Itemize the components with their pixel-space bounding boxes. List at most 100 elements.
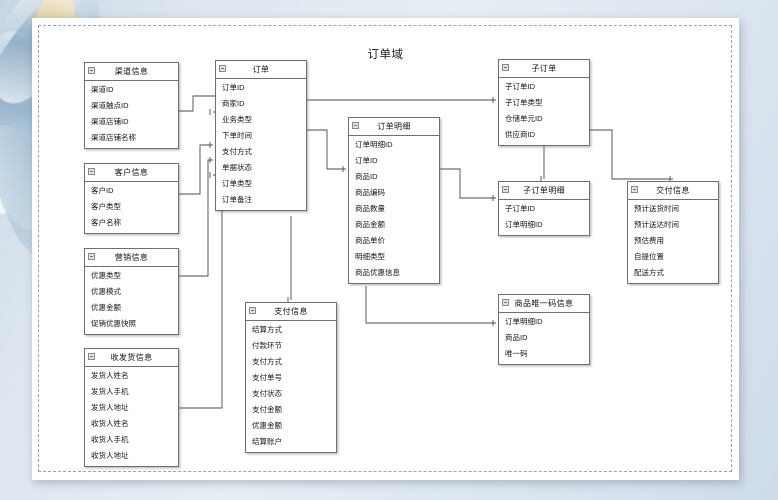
entity-header-payment: 支付信息	[246, 303, 336, 321]
entity-title: 订单	[252, 65, 270, 74]
connector-sub_order-to-delivery	[590, 129, 673, 180]
entity-field: 业务类型	[222, 115, 252, 124]
entity-header-customer: 客户信息	[85, 164, 178, 182]
entity-field: 商品单价	[355, 236, 385, 245]
entity-field: 渠道ID	[91, 85, 114, 94]
entity-field: 订单类型	[222, 179, 252, 188]
entity-header-channel: 渠道信息	[85, 63, 178, 81]
entity-marketing[interactable]: 营销信息优惠类型优惠模式优惠金额促销优惠快照	[84, 248, 179, 335]
entity-field: 订单明细ID	[355, 140, 393, 149]
entity-field: 商品编码	[355, 188, 385, 197]
entity-field: 支付方式	[252, 357, 282, 366]
entity-title: 收发货信息	[110, 353, 153, 362]
entity-sub_order_detail[interactable]: 子订单明细子订单ID 订单明细ID	[498, 181, 590, 236]
table-icon	[502, 186, 509, 193]
entity-field: 子订单ID	[505, 82, 535, 91]
entity-field: 支付金额	[252, 405, 282, 414]
entity-header-unique_code: 商品唯一码信息	[499, 295, 589, 313]
entity-field: 商品ID	[505, 333, 528, 342]
entity-field: 客户ID	[91, 186, 114, 195]
table-icon	[502, 64, 509, 71]
entity-field: 商家ID	[222, 99, 245, 108]
entity-field: 收货人姓名	[91, 419, 129, 428]
entity-field: 下单时间	[222, 131, 252, 140]
entity-field: 商品ID	[355, 172, 378, 181]
entity-field: 单据状态	[222, 163, 252, 172]
entity-title: 客户信息	[114, 168, 149, 177]
entity-title: 交付信息	[656, 186, 690, 195]
entity-field: 发货人地址	[91, 403, 129, 412]
entity-header-marketing: 营销信息	[85, 249, 178, 267]
diagram-title: 订单域	[367, 49, 404, 61]
entity-title: 子订单	[531, 64, 557, 73]
entity-header-shipping: 收发货信息	[85, 349, 178, 367]
entity-fields-customer: 客户ID 客户类型客户名称	[85, 182, 178, 233]
entity-field: 订单明细ID	[505, 220, 543, 229]
entity-field: 渠道触点ID	[91, 101, 129, 110]
entity-field: 预估费用	[634, 236, 664, 245]
entity-title: 商品唯一码信息	[514, 299, 574, 308]
entity-field: 预计送达时间	[634, 220, 679, 229]
entity-field: 支付状态	[252, 389, 282, 398]
entity-title: 渠道信息	[114, 67, 149, 76]
table-icon	[88, 353, 95, 360]
entity-field: 收货人地址	[91, 451, 129, 460]
entity-field: 渠道店铺名称	[91, 133, 136, 142]
entity-field: 子订单ID	[505, 204, 535, 213]
entity-title: 子订单明细	[523, 186, 565, 195]
connector-order_detail-to-sub_order_detail	[440, 168, 496, 199]
entity-fields-unique_code: 订单明细ID 商品ID 唯一码	[499, 313, 589, 364]
entity-field: 商品优惠信息	[355, 268, 400, 277]
entity-fields-marketing: 优惠类型优惠模式优惠金额促销优惠快照	[85, 267, 178, 334]
entity-field: 商品数量	[355, 204, 385, 213]
entity-customer[interactable]: 客户信息客户ID 客户类型客户名称	[84, 163, 179, 234]
entity-field: 客户名称	[91, 218, 121, 227]
entity-payment[interactable]: 支付信息结算方式付款环节支付方式支付单号支付状态支付金额优惠金额结算账户	[245, 302, 337, 453]
entity-field: 子订单类型	[505, 98, 543, 107]
entity-shipping[interactable]: 收发货信息发货人姓名发货人手机发货人地址收货人姓名收货人手机收货人地址	[84, 348, 179, 467]
entity-delivery[interactable]: 交付信息预计送货时间预计送达时间预估费用自提位置配送方式	[627, 181, 719, 284]
entity-header-order: 订单	[216, 61, 306, 79]
table-icon	[88, 67, 95, 74]
entity-field: 收货人手机	[91, 435, 129, 444]
table-icon	[631, 186, 638, 193]
entity-field: 发货人手机	[91, 387, 129, 396]
connector-marketing-to-order	[179, 159, 213, 277]
entity-header-order_detail: 订单明细	[349, 118, 439, 136]
connector-order-to-order_detail	[307, 129, 346, 170]
entity-field: 客户类型	[91, 202, 121, 211]
entity-field: 支付单号	[252, 373, 282, 382]
entity-field: 优惠金额	[252, 421, 282, 430]
entity-field: 付款环节	[252, 341, 282, 350]
entity-field: 订单ID	[355, 156, 378, 165]
entity-field: 发货人姓名	[91, 371, 129, 380]
table-icon	[88, 253, 95, 260]
entity-fields-delivery: 预计送货时间预计送达时间预估费用自提位置配送方式	[628, 200, 718, 283]
entity-title: 订单明细	[377, 122, 411, 131]
entity-field: 仓储单元ID	[505, 114, 543, 123]
entity-field: 配送方式	[634, 268, 664, 277]
entity-fields-sub_order_detail: 子订单ID 订单明细ID	[499, 200, 589, 235]
entity-field: 订单明细ID	[505, 317, 543, 326]
entity-field: 明细类型	[355, 252, 385, 261]
entity-field: 唯一码	[505, 349, 528, 358]
entity-field: 优惠类型	[91, 271, 121, 280]
connector-customer-to-order	[179, 144, 213, 195]
connector-order_detail-to-unique_code	[365, 286, 496, 324]
entity-header-sub_order_detail: 子订单明细	[499, 182, 589, 200]
entity-fields-payment: 结算方式付款环节支付方式支付单号支付状态支付金额优惠金额结算账户	[246, 321, 336, 452]
entity-unique_code[interactable]: 商品唯一码信息订单明细ID 商品ID 唯一码	[498, 294, 590, 365]
entity-field: 支付方式	[222, 147, 252, 156]
entity-field: 结算方式	[252, 325, 282, 334]
entity-title: 营销信息	[114, 253, 149, 262]
entity-field: 预计送货时间	[634, 204, 679, 213]
